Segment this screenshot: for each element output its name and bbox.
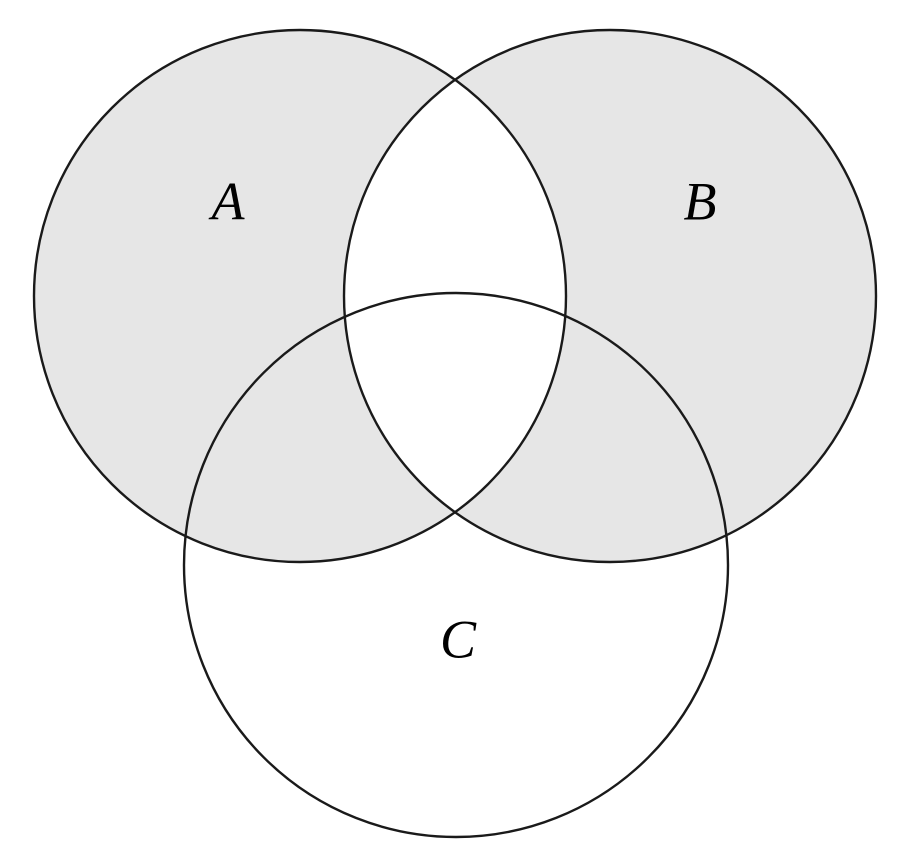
set-label-c: C [440,609,477,669]
circle-b-outline [342,28,878,564]
set-label-a: A [209,171,246,231]
circle-a-outline [32,28,568,564]
set-label-b: B [684,171,717,231]
circle-c-outline [182,291,730,839]
